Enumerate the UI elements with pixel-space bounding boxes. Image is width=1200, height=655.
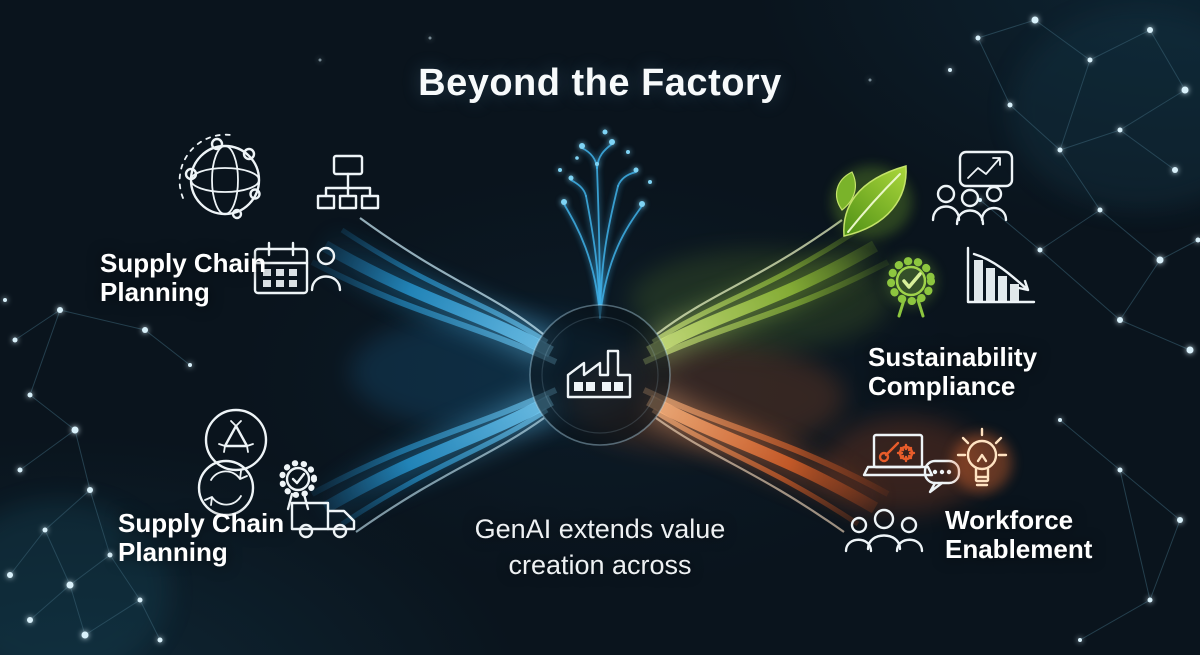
stream-bottom-right xyxy=(640,384,890,533)
factory-icon xyxy=(566,349,632,399)
laptop-tools-icon xyxy=(862,433,934,477)
inspection-badge-icon xyxy=(279,460,317,511)
label-line: Planning xyxy=(100,277,210,308)
data-fountain-icon xyxy=(558,129,652,319)
recycle-icon xyxy=(204,408,268,472)
org-chart-icon xyxy=(316,154,380,210)
label-workforce-enablement: Workforce Enablement xyxy=(945,505,1093,565)
truck-icon xyxy=(290,501,356,539)
cluster-top-right-icons xyxy=(832,150,1036,318)
stream-bottom-left xyxy=(310,384,560,533)
certified-badge-icon xyxy=(885,255,937,318)
calendar-icon xyxy=(253,241,309,295)
cluster-bottom-left-icons xyxy=(197,408,356,539)
globe-network-icon xyxy=(178,133,261,220)
label-supply-chain-planning-top: Supply Chain Planning xyxy=(100,248,267,308)
stream-top-right xyxy=(640,219,890,368)
label-line: Workforce xyxy=(945,505,1074,535)
label-supply-chain-planning-bottom: Supply Chain Planning xyxy=(118,508,285,568)
constellation-top-right xyxy=(948,16,1200,354)
cluster-bottom-right-icons xyxy=(844,427,1012,553)
label-sustainability-compliance: Sustainability Compliance xyxy=(868,342,1038,402)
caption-line: creation across xyxy=(508,549,692,580)
cluster-top-left-icons xyxy=(178,133,380,295)
label-line: Supply Chain xyxy=(118,508,285,538)
stream-top-left xyxy=(310,217,560,368)
people-chat-icon xyxy=(931,150,1014,226)
label-line: Sustainability xyxy=(868,342,1038,372)
person-icon xyxy=(310,246,342,292)
lightbulb-icon xyxy=(952,427,1012,493)
label-line: Supply Chain xyxy=(100,248,267,278)
caption-line: GenAI extends value xyxy=(474,514,726,544)
factory-hub xyxy=(529,304,671,446)
declining-chart-icon xyxy=(966,246,1036,304)
label-line: Planning xyxy=(118,537,228,568)
team-icon xyxy=(844,508,924,553)
label-line: Enablement xyxy=(945,534,1093,565)
leaf-icon xyxy=(832,165,912,238)
constellation-right-mid xyxy=(318,36,1183,642)
center-caption: GenAI extends value creation across xyxy=(0,512,1200,583)
page-title: Beyond the Factory xyxy=(418,62,782,104)
label-line: Compliance xyxy=(868,371,1016,402)
cycle-arrows-icon xyxy=(197,459,255,517)
constellation-bottom-left xyxy=(3,298,192,643)
